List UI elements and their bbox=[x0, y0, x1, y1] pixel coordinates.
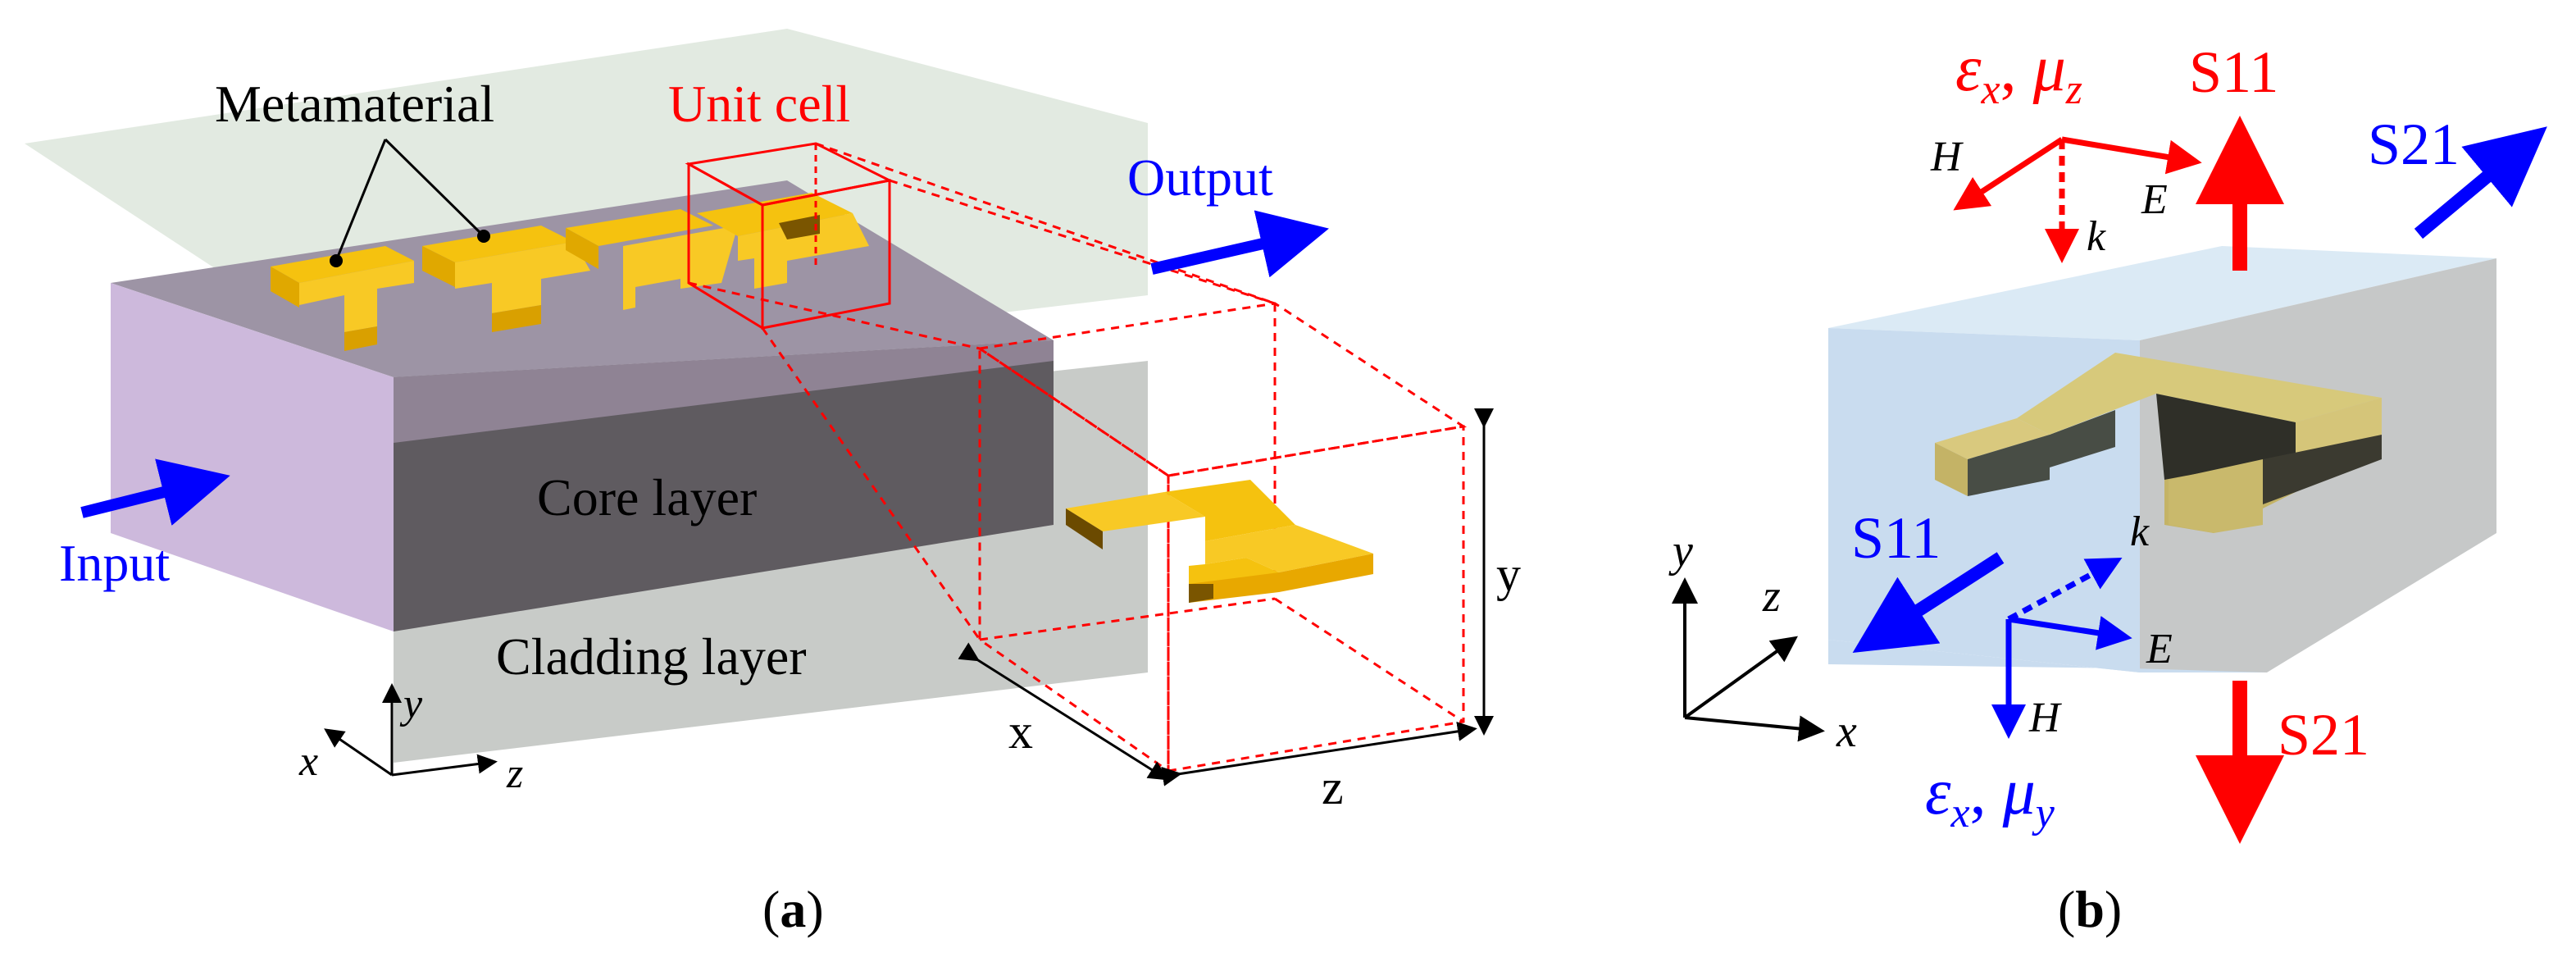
bottom-field bbox=[1991, 557, 2132, 739]
axes-a bbox=[324, 683, 498, 777]
bottom-s11-label: S11 bbox=[1851, 505, 1941, 571]
caption-b: (b) bbox=[2058, 880, 2122, 938]
input-arrow bbox=[80, 458, 230, 526]
label-unit-cell: Unit cell bbox=[668, 75, 850, 133]
resonator-array bbox=[271, 193, 869, 351]
bottom-s11-arrow bbox=[1852, 552, 2005, 653]
resonator-3 bbox=[566, 209, 738, 310]
bottom-material-params: εx,μy bbox=[1925, 756, 2055, 837]
dim-z: z bbox=[1322, 760, 1344, 814]
substrate-left bbox=[111, 283, 394, 631]
dim-y: y bbox=[1496, 547, 1521, 601]
axis-z-a: z bbox=[506, 750, 523, 797]
bottom-h-label: H bbox=[2028, 695, 2062, 741]
bottom-k-label: k bbox=[2130, 508, 2150, 555]
cube-resonator bbox=[1935, 353, 2382, 533]
label-output: Output bbox=[1127, 148, 1273, 207]
bottom-e-label: E bbox=[2146, 626, 2173, 672]
top-material-params: εx,μz bbox=[1955, 33, 2082, 113]
output-arrow bbox=[1150, 210, 1329, 278]
top-s11-label: S11 bbox=[2189, 39, 2278, 105]
resonator-2 bbox=[422, 226, 590, 332]
dim-x: x bbox=[1008, 704, 1033, 759]
top-s21-label: S21 bbox=[2368, 112, 2460, 177]
unit-cell-resonator bbox=[1066, 480, 1373, 603]
axes-b bbox=[1672, 577, 1825, 742]
axis-y-b: y bbox=[1668, 526, 1693, 577]
label-input: Input bbox=[59, 534, 170, 592]
label-cladding: Cladding layer bbox=[496, 627, 807, 686]
svg-text:(a): (a) bbox=[762, 880, 824, 938]
axis-z-b: z bbox=[1762, 571, 1781, 622]
core-upper-band bbox=[394, 340, 1054, 443]
axis-x-a: x bbox=[298, 738, 318, 785]
resonator-4 bbox=[697, 193, 869, 289]
projection-lines bbox=[688, 142, 1276, 640]
top-s21-arrow bbox=[2414, 126, 2547, 239]
top-field bbox=[1953, 136, 2202, 263]
dimension-lines bbox=[958, 408, 1494, 786]
bottom-s21-label: S21 bbox=[2278, 702, 2369, 768]
axis-y-a: y bbox=[399, 681, 423, 727]
top-k-label: k bbox=[2087, 213, 2106, 260]
axis-x-b: x bbox=[1836, 706, 1857, 757]
panel-a: Metamaterial Unit cell Output Input Core… bbox=[25, 29, 1521, 938]
svg-text:(b): (b) bbox=[2058, 880, 2122, 938]
top-h-label: H bbox=[1930, 134, 1964, 180]
label-core: Core layer bbox=[537, 468, 757, 527]
top-e-label: E bbox=[2141, 176, 2168, 223]
resonator-1 bbox=[271, 246, 414, 351]
panel-b: εx,μz S11 S21 H E k S11 k E H S21 εx,μy … bbox=[1668, 33, 2547, 938]
cell-cube-top bbox=[1828, 246, 2496, 340]
label-metamaterial: Metamaterial bbox=[215, 75, 494, 133]
caption-a: (a) bbox=[762, 880, 824, 938]
